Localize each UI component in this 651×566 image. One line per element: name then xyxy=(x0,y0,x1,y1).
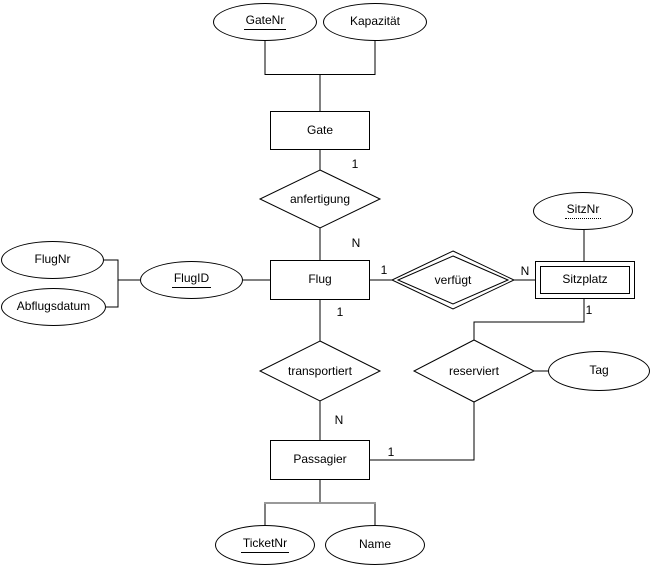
attribute-ticketnr-label: TicketNr xyxy=(240,537,290,553)
attribute-gatenr: GateNr xyxy=(213,3,317,41)
attribute-flugid: FlugID xyxy=(140,261,243,299)
entity-sitzplatz-inner-border: Sitzplatz xyxy=(540,266,630,294)
cardinality-transportiert-passagier: N xyxy=(334,413,344,427)
attribute-name-label: Name xyxy=(358,537,391,552)
entity-passagier: Passagier xyxy=(270,440,370,480)
attribute-tag: Tag xyxy=(548,351,650,391)
edge-reserviert-passagier xyxy=(370,402,475,461)
entity-flug-label: Flug xyxy=(308,272,332,287)
attribute-sitznr-label: SitzNr xyxy=(564,203,602,219)
edge-flugnr-abflugsdatum-bracket xyxy=(104,259,119,308)
attribute-flugnr-label: FlugNr xyxy=(34,252,71,267)
cardinality-anfertigung-flug: N xyxy=(351,236,361,250)
attribute-flugnr: FlugNr xyxy=(1,241,104,279)
cardinality-flug-transportiert: 1 xyxy=(336,305,344,319)
cardinality-sitzplatz-reserviert: 1 xyxy=(585,303,593,317)
entity-passagier-label: Passagier xyxy=(293,452,347,467)
relationship-reserviert-label: reserviert xyxy=(448,364,500,378)
attribute-gatenr-label: GateNr xyxy=(243,14,287,30)
cardinality-flug-verfuegt: 1 xyxy=(380,263,388,277)
relationship-transportiert-label: transportiert xyxy=(287,364,353,378)
relationship-anfertigung-diamond xyxy=(258,169,382,229)
edge-sitzplatz-reserviert xyxy=(473,299,585,340)
attribute-ticketnr: TicketNr xyxy=(215,525,315,565)
attribute-sitznr: SitzNr xyxy=(533,192,633,230)
relationship-verfuegt-label: verfügt xyxy=(434,273,472,287)
attribute-kapazitaet: Kapazität xyxy=(323,3,427,41)
cardinality-gate-anfertigung: 1 xyxy=(351,157,359,171)
relationship-transportiert-diamond xyxy=(258,340,382,402)
relationship-verfuegt-diamond-inner xyxy=(396,255,510,305)
attribute-abflugsdatum: Abflugsdatum xyxy=(1,288,106,326)
attribute-abflugsdatum-label: Abflugsdatum xyxy=(16,299,91,314)
cardinality-passagier-reserviert: 1 xyxy=(387,445,395,459)
relationship-reserviert-diamond xyxy=(412,339,536,403)
entity-flug: Flug xyxy=(270,260,370,300)
attribute-flugid-label: FlugID xyxy=(171,272,212,288)
entity-sitzplatz: Sitzplatz xyxy=(535,261,635,299)
entity-gate: Gate xyxy=(270,111,370,150)
entity-sitzplatz-label: Sitzplatz xyxy=(562,272,608,287)
attribute-kapazitaet-label: Kapazität xyxy=(349,14,401,29)
relationship-anfertigung-label: anfertigung xyxy=(289,192,351,206)
attribute-tag-label: Tag xyxy=(589,363,609,378)
attribute-name: Name xyxy=(325,525,425,565)
entity-gate-label: Gate xyxy=(306,122,333,137)
cardinality-verfuegt-sitzplatz: N xyxy=(520,264,530,278)
